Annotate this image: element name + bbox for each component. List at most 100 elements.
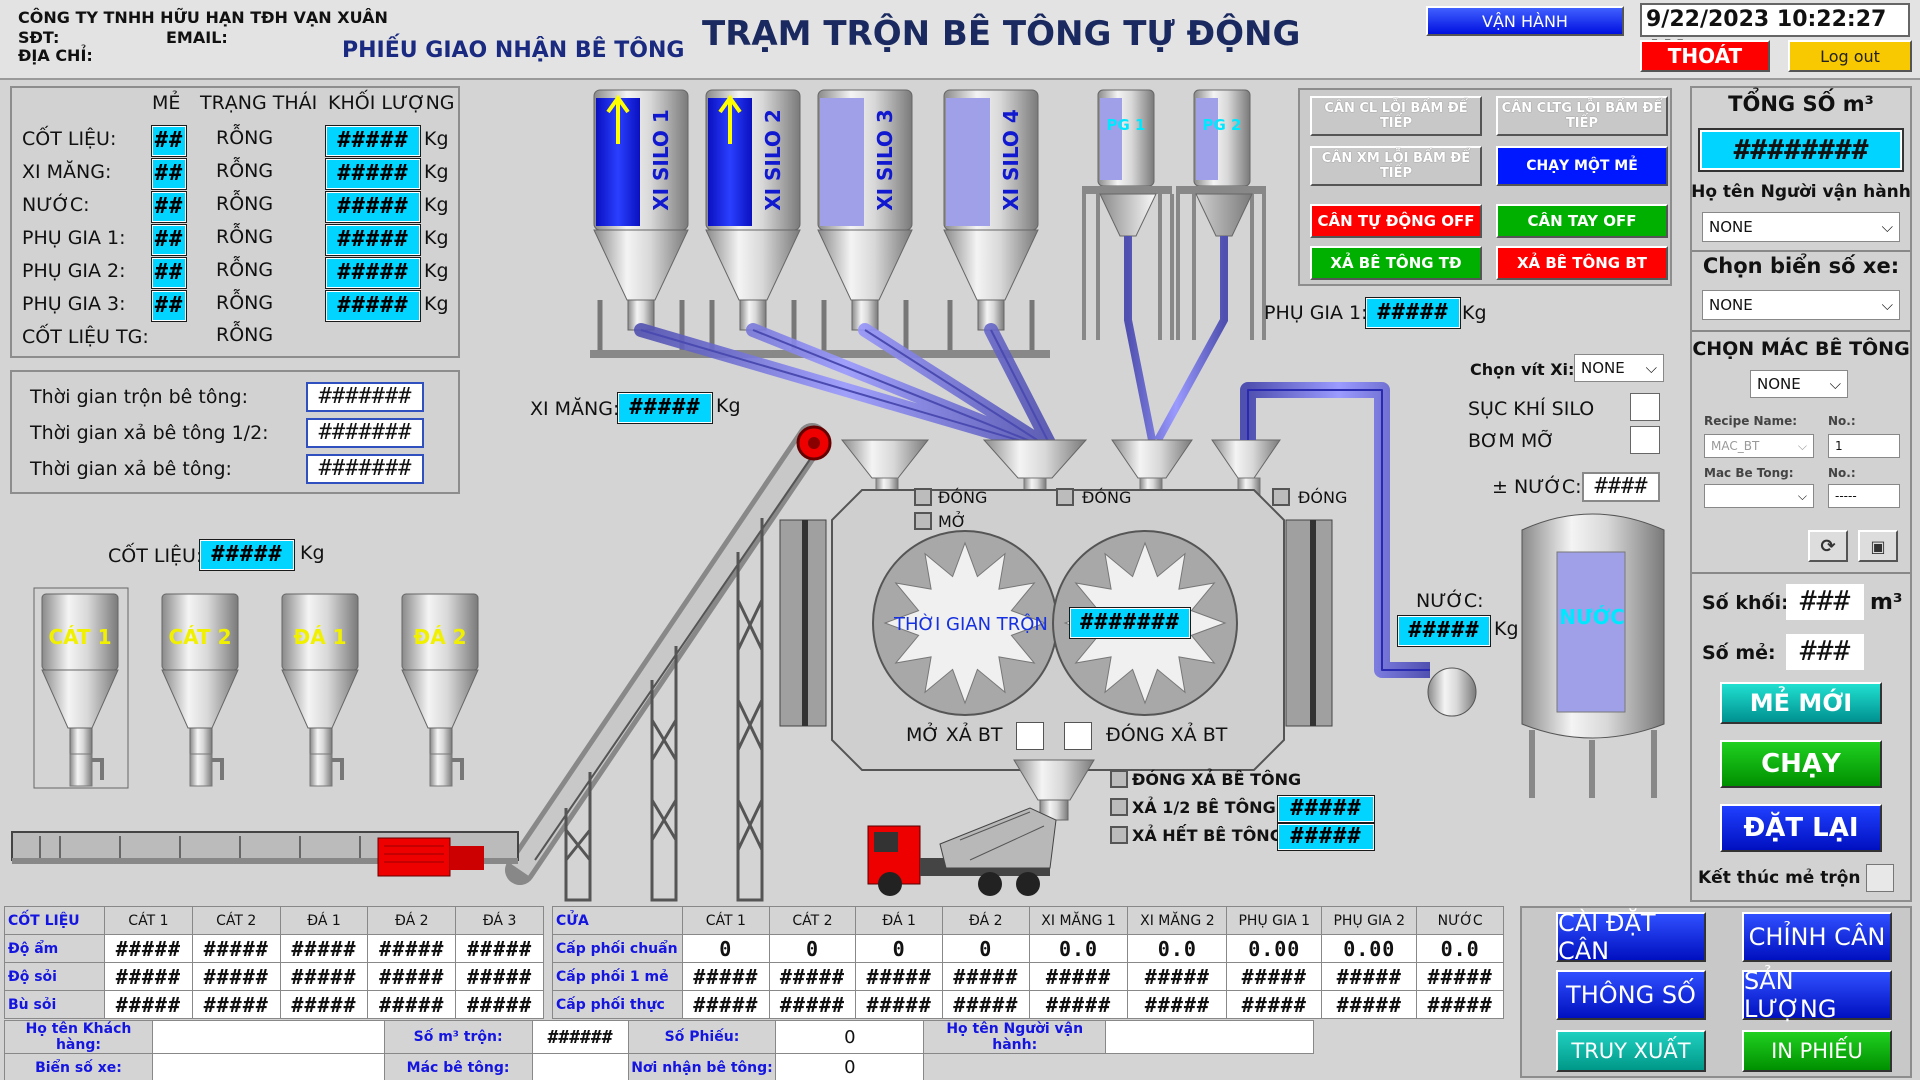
t1-cell[interactable]: ##### <box>367 934 457 963</box>
destination-value[interactable]: 0 <box>775 1053 925 1080</box>
t2-cell[interactable]: 0 <box>768 934 857 963</box>
temp-aggregate-error-button[interactable]: CÂN CLTG LỖI BẤM ĐỂ TIẾP <box>1496 96 1668 136</box>
t2-cell[interactable]: 0.0 <box>1416 934 1504 963</box>
t1-cell[interactable]: ##### <box>455 962 544 991</box>
t1-cell[interactable]: ##### <box>455 990 544 1019</box>
t2-cell[interactable]: 0.00 <box>1321 934 1418 963</box>
water-adjust-value[interactable]: #### <box>1582 472 1660 502</box>
cement-error-button[interactable]: CÂN XM LỖI BẤM ĐỂ TIẾP <box>1310 146 1482 186</box>
recipe-name-select[interactable]: MAC_BT⌵ <box>1704 434 1814 458</box>
grease-check[interactable] <box>1630 426 1660 454</box>
t2-cell[interactable]: ##### <box>1028 990 1129 1019</box>
timer-value[interactable]: ####### <box>306 382 424 412</box>
t2-cell[interactable]: ##### <box>1127 990 1228 1019</box>
ticket-value[interactable]: 0 <box>775 1020 925 1054</box>
block-count-value[interactable]: ### <box>1786 584 1864 620</box>
t2-cell[interactable]: ##### <box>1416 990 1504 1019</box>
t2-cell[interactable]: ##### <box>1028 962 1129 991</box>
half-discharge-time: ##### <box>1277 795 1375 823</box>
parameters-button[interactable]: THÔNG SỐ <box>1556 970 1706 1020</box>
t2-cell[interactable]: 0 <box>855 934 943 963</box>
production-button[interactable]: SẢN LƯỢNG <box>1742 967 1892 1023</box>
grade-input[interactable] <box>531 1053 629 1080</box>
silo-2 <box>705 89 801 331</box>
export-button[interactable]: TRUY XUẤT <box>1556 1030 1706 1072</box>
new-batch-button[interactable]: MẺ MỚI <box>1720 682 1882 724</box>
cement-valve-open-check[interactable] <box>914 512 932 530</box>
batch-count-value[interactable]: ### <box>1786 634 1864 670</box>
t2-header: PHỤ GIA 2 <box>1321 906 1418 935</box>
t2-cell[interactable]: ##### <box>1416 962 1504 991</box>
t2-cell[interactable]: ##### <box>1321 990 1418 1019</box>
t2-cell[interactable]: 0.0 <box>1127 934 1228 963</box>
t2-cell[interactable]: ##### <box>1226 962 1323 991</box>
volume-value[interactable]: ###### <box>531 1020 629 1054</box>
screw-select-value: NONE <box>1581 359 1625 377</box>
print-ticket-button[interactable]: IN PHIẾU <box>1742 1030 1892 1072</box>
operator-name-input[interactable] <box>1105 1020 1314 1054</box>
operator-select[interactable]: NONE⌵ <box>1702 212 1900 242</box>
t1-cell[interactable]: ##### <box>191 934 281 963</box>
t2-cell[interactable]: ##### <box>855 962 943 991</box>
t2-cell[interactable]: ##### <box>1321 962 1418 991</box>
t1-cell[interactable]: ##### <box>279 990 369 1019</box>
t1-cell[interactable]: ##### <box>191 990 281 1019</box>
plate-select[interactable]: NONE⌵ <box>1702 290 1900 320</box>
normal-discharge-button[interactable]: XẢ BÊ TÔNG BT <box>1496 246 1668 280</box>
exit-button[interactable]: THOÁT <box>1640 40 1770 72</box>
close-discharge-check[interactable] <box>1064 722 1092 750</box>
half-discharge-check[interactable] <box>1110 798 1128 816</box>
timer-value[interactable]: ####### <box>306 418 424 448</box>
calibrate-button[interactable]: CHỈNH CÂN <box>1742 912 1892 962</box>
t2-cell[interactable]: ##### <box>768 962 857 991</box>
aggregate-error-button[interactable]: CÂN CL LỖI BẤM ĐỂ TIẾP <box>1310 96 1482 136</box>
reset-button[interactable]: ĐẶT LẠI <box>1720 804 1882 852</box>
t2-cell[interactable]: ##### <box>855 990 943 1019</box>
t1-cell[interactable]: ##### <box>367 990 457 1019</box>
t1-cell[interactable]: ##### <box>455 934 544 963</box>
customer-input[interactable] <box>151 1020 385 1054</box>
end-batch-check[interactable] <box>1866 864 1894 892</box>
refresh-icon[interactable]: ⟳ <box>1808 530 1848 562</box>
water-valve-check[interactable] <box>1272 488 1290 506</box>
save-icon[interactable]: ▣ <box>1858 530 1898 562</box>
close-bt-check[interactable] <box>1110 770 1128 788</box>
t2-cell[interactable]: ##### <box>1127 962 1228 991</box>
t1-cell[interactable]: ##### <box>104 962 193 991</box>
timer-value[interactable]: ####### <box>306 454 424 484</box>
t2-cell[interactable]: 0.00 <box>1226 934 1323 963</box>
plate-input[interactable] <box>151 1053 385 1080</box>
mac-select[interactable]: ⌵ <box>1704 484 1814 508</box>
t2-cell[interactable]: 0 <box>941 934 1030 963</box>
mac-no-input[interactable]: ----- <box>1828 484 1900 508</box>
grade-select[interactable]: NONE⌵ <box>1750 370 1848 398</box>
t1-cell[interactable]: ##### <box>279 934 369 963</box>
recipe-no-input[interactable]: 1 <box>1828 434 1900 458</box>
t2-cell[interactable]: ##### <box>682 962 770 991</box>
full-discharge-check[interactable] <box>1110 826 1128 844</box>
t1-cell[interactable]: ##### <box>279 962 369 991</box>
t1-cell[interactable]: ##### <box>367 962 457 991</box>
t2-cell[interactable]: 0 <box>682 934 770 963</box>
t1-cell[interactable]: ##### <box>104 990 193 1019</box>
t2-cell[interactable]: 0.0 <box>1028 934 1129 963</box>
t2-cell[interactable]: ##### <box>941 962 1030 991</box>
cement-valve-close-check[interactable] <box>914 488 932 506</box>
weigh-settings-button[interactable]: CÀI ĐẶT CÂN <box>1556 909 1706 965</box>
aeration-check[interactable] <box>1630 393 1660 421</box>
t2-cell[interactable]: ##### <box>768 990 857 1019</box>
t2-cell[interactable]: ##### <box>941 990 1030 1019</box>
t1-cell[interactable]: ##### <box>104 934 193 963</box>
run-button[interactable]: CHẠY <box>1720 740 1882 788</box>
manual-weigh-button[interactable]: CÂN TAY OFF <box>1496 204 1668 238</box>
open-discharge-check[interactable] <box>1016 722 1044 750</box>
screw-select[interactable]: NONE⌵ <box>1574 354 1664 382</box>
t2-cell[interactable]: ##### <box>682 990 770 1019</box>
logout-button[interactable]: Log out <box>1788 40 1912 72</box>
auto-weigh-button[interactable]: CÂN TỰ ĐỘNG OFF <box>1310 204 1482 238</box>
admix-valve-check[interactable] <box>1056 488 1074 506</box>
t1-cell[interactable]: ##### <box>191 962 281 991</box>
run-one-batch-button[interactable]: CHẠY MỘT MẺ <box>1496 146 1668 186</box>
t2-cell[interactable]: ##### <box>1226 990 1323 1019</box>
auto-discharge-button[interactable]: XẢ BÊ TÔNG TĐ <box>1310 246 1482 280</box>
